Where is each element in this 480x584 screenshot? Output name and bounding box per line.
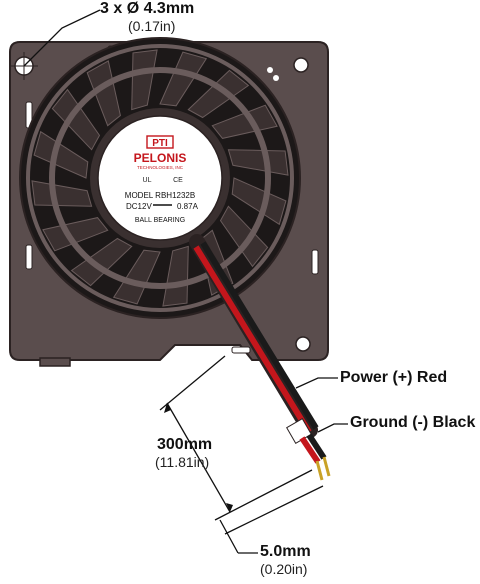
hole-leader [23, 9, 101, 67]
lead-ext [224, 485, 324, 535]
lead-pin-2 [322, 456, 331, 477]
lead-dim-line [219, 519, 239, 554]
screw-dot-1 [267, 67, 273, 73]
logo-mark: PTI [152, 138, 168, 149]
model-text: MODEL RBH1232B [125, 191, 195, 200]
cable-ext-bottom [214, 469, 313, 521]
cable-dim-line [166, 402, 231, 513]
hole-size-inches: (0.17in) [128, 18, 176, 34]
voltage-text: DC12V [126, 202, 152, 211]
housing-foot [39, 357, 71, 367]
mounting-hole-bottom-right [295, 336, 311, 352]
wire-end-red [299, 436, 321, 464]
screw-dot-2 [273, 75, 279, 81]
impeller-ring-outer [26, 44, 294, 312]
dimension-lines [23, 9, 348, 554]
hole-size-label: 3 x Ø 4.3mm [100, 0, 195, 17]
hub-label-disc [97, 115, 223, 241]
current-text: 0.87A [177, 202, 199, 211]
arrowhead-1 [164, 403, 171, 413]
logo-mark-box [146, 135, 174, 149]
wire-black [200, 241, 319, 430]
ground-leader [317, 423, 348, 433]
power-leader [295, 377, 338, 389]
lead-pin-1 [315, 460, 324, 481]
wire-end-black [306, 433, 327, 460]
cable-length-label: 300mm [157, 436, 213, 453]
ul-mark: UL [143, 177, 152, 184]
cable-ext-top [159, 355, 226, 411]
lead-length-label: 5.0mm [260, 543, 311, 560]
impeller-ring-mid [49, 67, 271, 289]
mounting-hole-top-right [293, 57, 309, 73]
cable-length-inches: (11.81in) [155, 454, 210, 470]
brand-subtitle: TECHNOLOGIES, INC [137, 165, 184, 170]
power-wire-label: Power (+) Red [340, 369, 448, 386]
bearing-text: BALL BEARING [135, 217, 185, 224]
lead-length-inches: (0.20in) [260, 561, 308, 577]
wire-red [193, 245, 312, 434]
ground-wire-label: Ground (-) Black [350, 414, 476, 431]
arrowhead-2 [226, 503, 233, 512]
brand-name: PELONIS [134, 151, 187, 165]
ce-mark: CE [173, 177, 183, 184]
